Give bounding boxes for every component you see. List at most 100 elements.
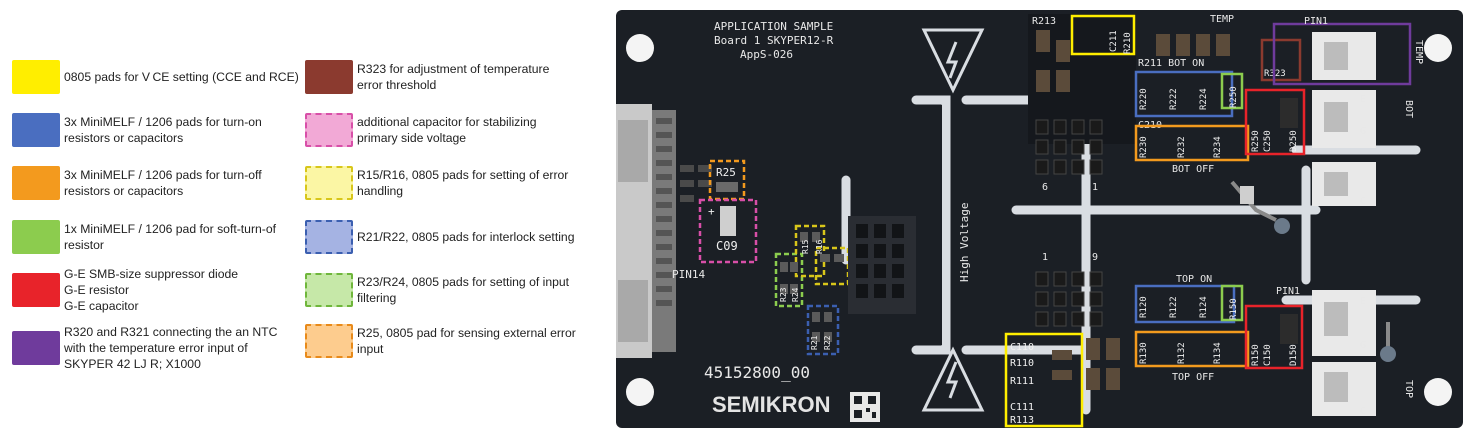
conn-e-top-label: E [1360,94,1366,105]
bot-side-label: BOT [1403,100,1414,118]
r134-label: R134 [1213,342,1223,364]
r120-label: R120 [1139,296,1149,318]
smd-components [680,165,712,202]
r23-label: R23 [779,287,788,302]
c09-highlight [698,198,758,264]
turn-on-highlight-bot [1134,70,1234,118]
legend-label: 0805 pads for V CE setting (CCE and RCE) [64,69,299,85]
conn-c-mid-label: C [1360,196,1366,207]
high-voltage-label: High Voltage [958,203,971,282]
legend-item: R15/R16, 0805 pads for setting of error h… [305,166,568,200]
pcb-board-photo: APPLICATION SAMPLE Board 1 SKYPER12-R Ap… [616,10,1463,428]
ntc-connection-highlight [1272,22,1412,86]
legend-line: G-E capacitor [64,299,139,313]
r15-label: R15 [801,239,810,254]
r210-label: R210 [1123,32,1133,54]
c250-label: C250 [1263,130,1273,152]
legend-line: resistors or capacitors [64,131,184,145]
diode-d250 [1280,98,1298,128]
conn-g-bot-label: G [1360,340,1366,351]
legend-swatch [305,273,353,307]
ntc-thermistor [1380,322,1396,362]
r132-label: R132 [1177,342,1187,364]
ntc-thermistor [1230,180,1290,234]
d250-label: D250 [1289,130,1299,152]
r250-sot-label: R250 [1229,86,1239,108]
legend-line: 1x MiniMELF / 1206 pad for soft-turn-of [64,222,277,236]
legend-label: R25, 0805 pad for sensing external error… [357,325,576,357]
r222-label: R222 [1169,88,1179,110]
legend-label: R15/R16, 0805 pads for setting of error h… [357,167,568,199]
legend-line: filtering [357,291,397,305]
part-number: 45152800_00 [704,363,810,382]
legend-line: G-E SMB-size suppressor diode [64,267,239,281]
legend-line: R21/R22, 0805 pads for interlock setting [357,230,575,244]
legend-line: primary side voltage [357,131,467,145]
legend-swatch [305,113,353,147]
legend-item: 1x MiniMELF / 1206 pad for soft-turn-of r… [12,220,276,254]
top-components [1052,338,1120,390]
legend-swatch [12,331,60,365]
legend-line: 3x MiniMELF / 1206 pads for turn-on [64,115,262,129]
c211-label: C211 [1109,30,1119,52]
terminal-connectors [1312,32,1376,416]
hv-warning-icon [921,28,985,94]
legend-label: R21/R22, 0805 pads for interlock setting [357,229,574,245]
legend-line: resistor [64,238,104,252]
legend-line: R15/R16, 0805 pads for setting of error [357,168,569,182]
legend-swatch [12,60,60,94]
legend-label: R320 and R321 connecting the an NTC with … [64,324,277,372]
legend-line: R320 and R321 connecting the an NTC [64,325,278,339]
c09-part [720,206,736,236]
r224-label: R224 [1199,88,1209,110]
legend-item: R21/R22, 0805 pads for interlock setting [305,220,574,254]
legend-swatch [305,166,353,200]
legend-item: 0805 pads for V CE setting (CCE and RCE) [12,60,299,94]
legend-swatch [305,60,353,94]
ge-protection-highlight-bot [1244,88,1306,156]
r213-label: R213 [1032,16,1056,27]
pcb-substrate [616,10,1463,428]
legend-line: additional capacitor for stabilizing [357,115,537,129]
conn-g-top-label: G [1360,126,1366,137]
vce-setting-highlight-bot [1070,14,1136,56]
legend-swatch [305,324,353,358]
legend-line: 0805 pads for V CE setting (CCE and RCE) [64,70,299,84]
legend-line: handling [357,184,404,198]
r22-label: R22 [823,335,832,350]
bot-components [1036,30,1230,92]
bot-on-label: R211 BOT ON [1138,58,1204,69]
r250-label: R250 [1251,130,1261,152]
c150-label: C150 [1263,344,1273,366]
legend-line: input [357,342,384,356]
legend-item: additional capacitor for stabilizing prim… [305,113,537,147]
top-side-label: TOP [1403,380,1414,398]
legend-line: resistors or capacitors [64,184,184,198]
legend-swatch [12,220,60,254]
legend-line: G-E resistor [64,283,130,297]
mounting-hole [1424,378,1452,406]
resistor-pads [780,232,844,342]
legend-line: R25, 0805 pad for sensing external error [357,326,576,340]
mounting-hole [626,378,654,406]
c111-label: C111 [1010,402,1034,413]
legend-swatch [12,113,60,147]
legend-line: with the temperature error input of [64,341,248,355]
temp-label-side: TEMP [1413,40,1424,64]
r16-label: R16 [815,239,824,254]
ribbon-connector [616,104,676,358]
legend-item: R25, 0805 pad for sensing external error… [305,324,576,358]
c09-polarity-mark: + [708,205,715,218]
r15-r16-highlight [794,224,826,278]
legend-label: additional capacitor for stabilizing prim… [357,114,537,146]
mounting-hole [626,34,654,62]
legend-swatch [305,220,353,254]
legend-line: R323 for adjustment of temperature [357,62,550,76]
legend-swatch [12,166,60,200]
r323-highlight [1260,38,1302,82]
